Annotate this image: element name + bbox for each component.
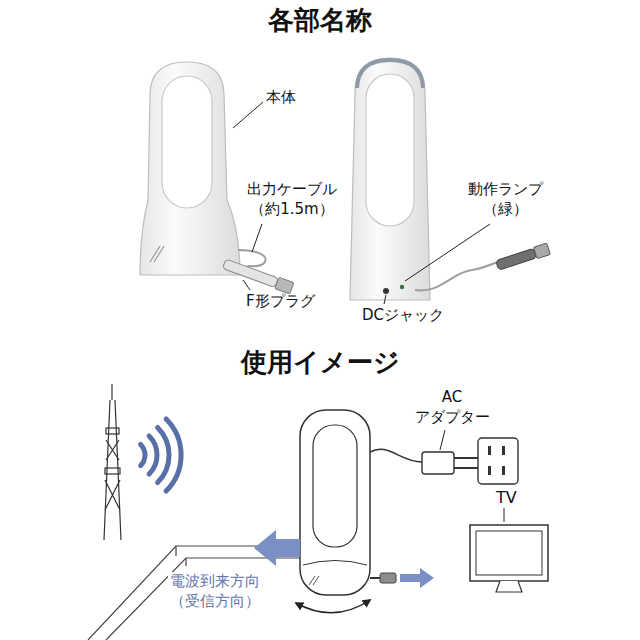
leader-line bbox=[405, 224, 490, 281]
antenna-in-use bbox=[300, 410, 370, 595]
part-label: F形プラグ bbox=[246, 292, 315, 312]
leader-lines bbox=[233, 102, 490, 304]
leader-line bbox=[252, 224, 262, 252]
tv-cable bbox=[370, 577, 380, 579]
section-heading: 使用イメージ bbox=[241, 346, 400, 380]
part-label: 本体 bbox=[266, 88, 296, 108]
part-label: 出力ケーブル （約1.5m） bbox=[247, 180, 337, 219]
antenna-back bbox=[350, 58, 550, 300]
logo-mark bbox=[150, 246, 164, 262]
part-label: DCジャック bbox=[362, 306, 444, 326]
tv-set bbox=[470, 525, 548, 592]
f-plug bbox=[380, 573, 396, 583]
rotate-arrow bbox=[296, 600, 370, 613]
adapter-cable bbox=[370, 449, 422, 462]
ac-adapter bbox=[422, 452, 482, 474]
part-label: 動作ランプ （緑） bbox=[468, 180, 543, 219]
f-plug bbox=[495, 243, 550, 271]
antenna-body bbox=[350, 58, 430, 300]
radio-waves bbox=[141, 419, 181, 491]
dc-jack bbox=[383, 288, 389, 294]
part-label: TV bbox=[496, 488, 517, 509]
part-label: AC アダプター bbox=[415, 388, 490, 427]
antenna-loop bbox=[366, 74, 414, 226]
tower bbox=[104, 384, 121, 540]
operation-lamp bbox=[400, 285, 404, 289]
leader-line bbox=[243, 280, 250, 290]
leader-line bbox=[233, 102, 263, 128]
window-frame bbox=[88, 546, 300, 640]
direction-label: 電波到来方向 （受信方向） bbox=[168, 572, 262, 611]
f-plug bbox=[222, 258, 294, 294]
section-heading: 各部名称 bbox=[268, 4, 372, 38]
leader-line bbox=[504, 508, 505, 522]
antenna-loop bbox=[162, 76, 212, 208]
to-tv-arrow bbox=[400, 568, 434, 588]
wall-outlet bbox=[478, 438, 518, 484]
leader-line bbox=[384, 295, 386, 304]
leader-line bbox=[440, 430, 445, 450]
reception-arrow bbox=[254, 530, 300, 566]
antenna-body bbox=[140, 62, 240, 275]
